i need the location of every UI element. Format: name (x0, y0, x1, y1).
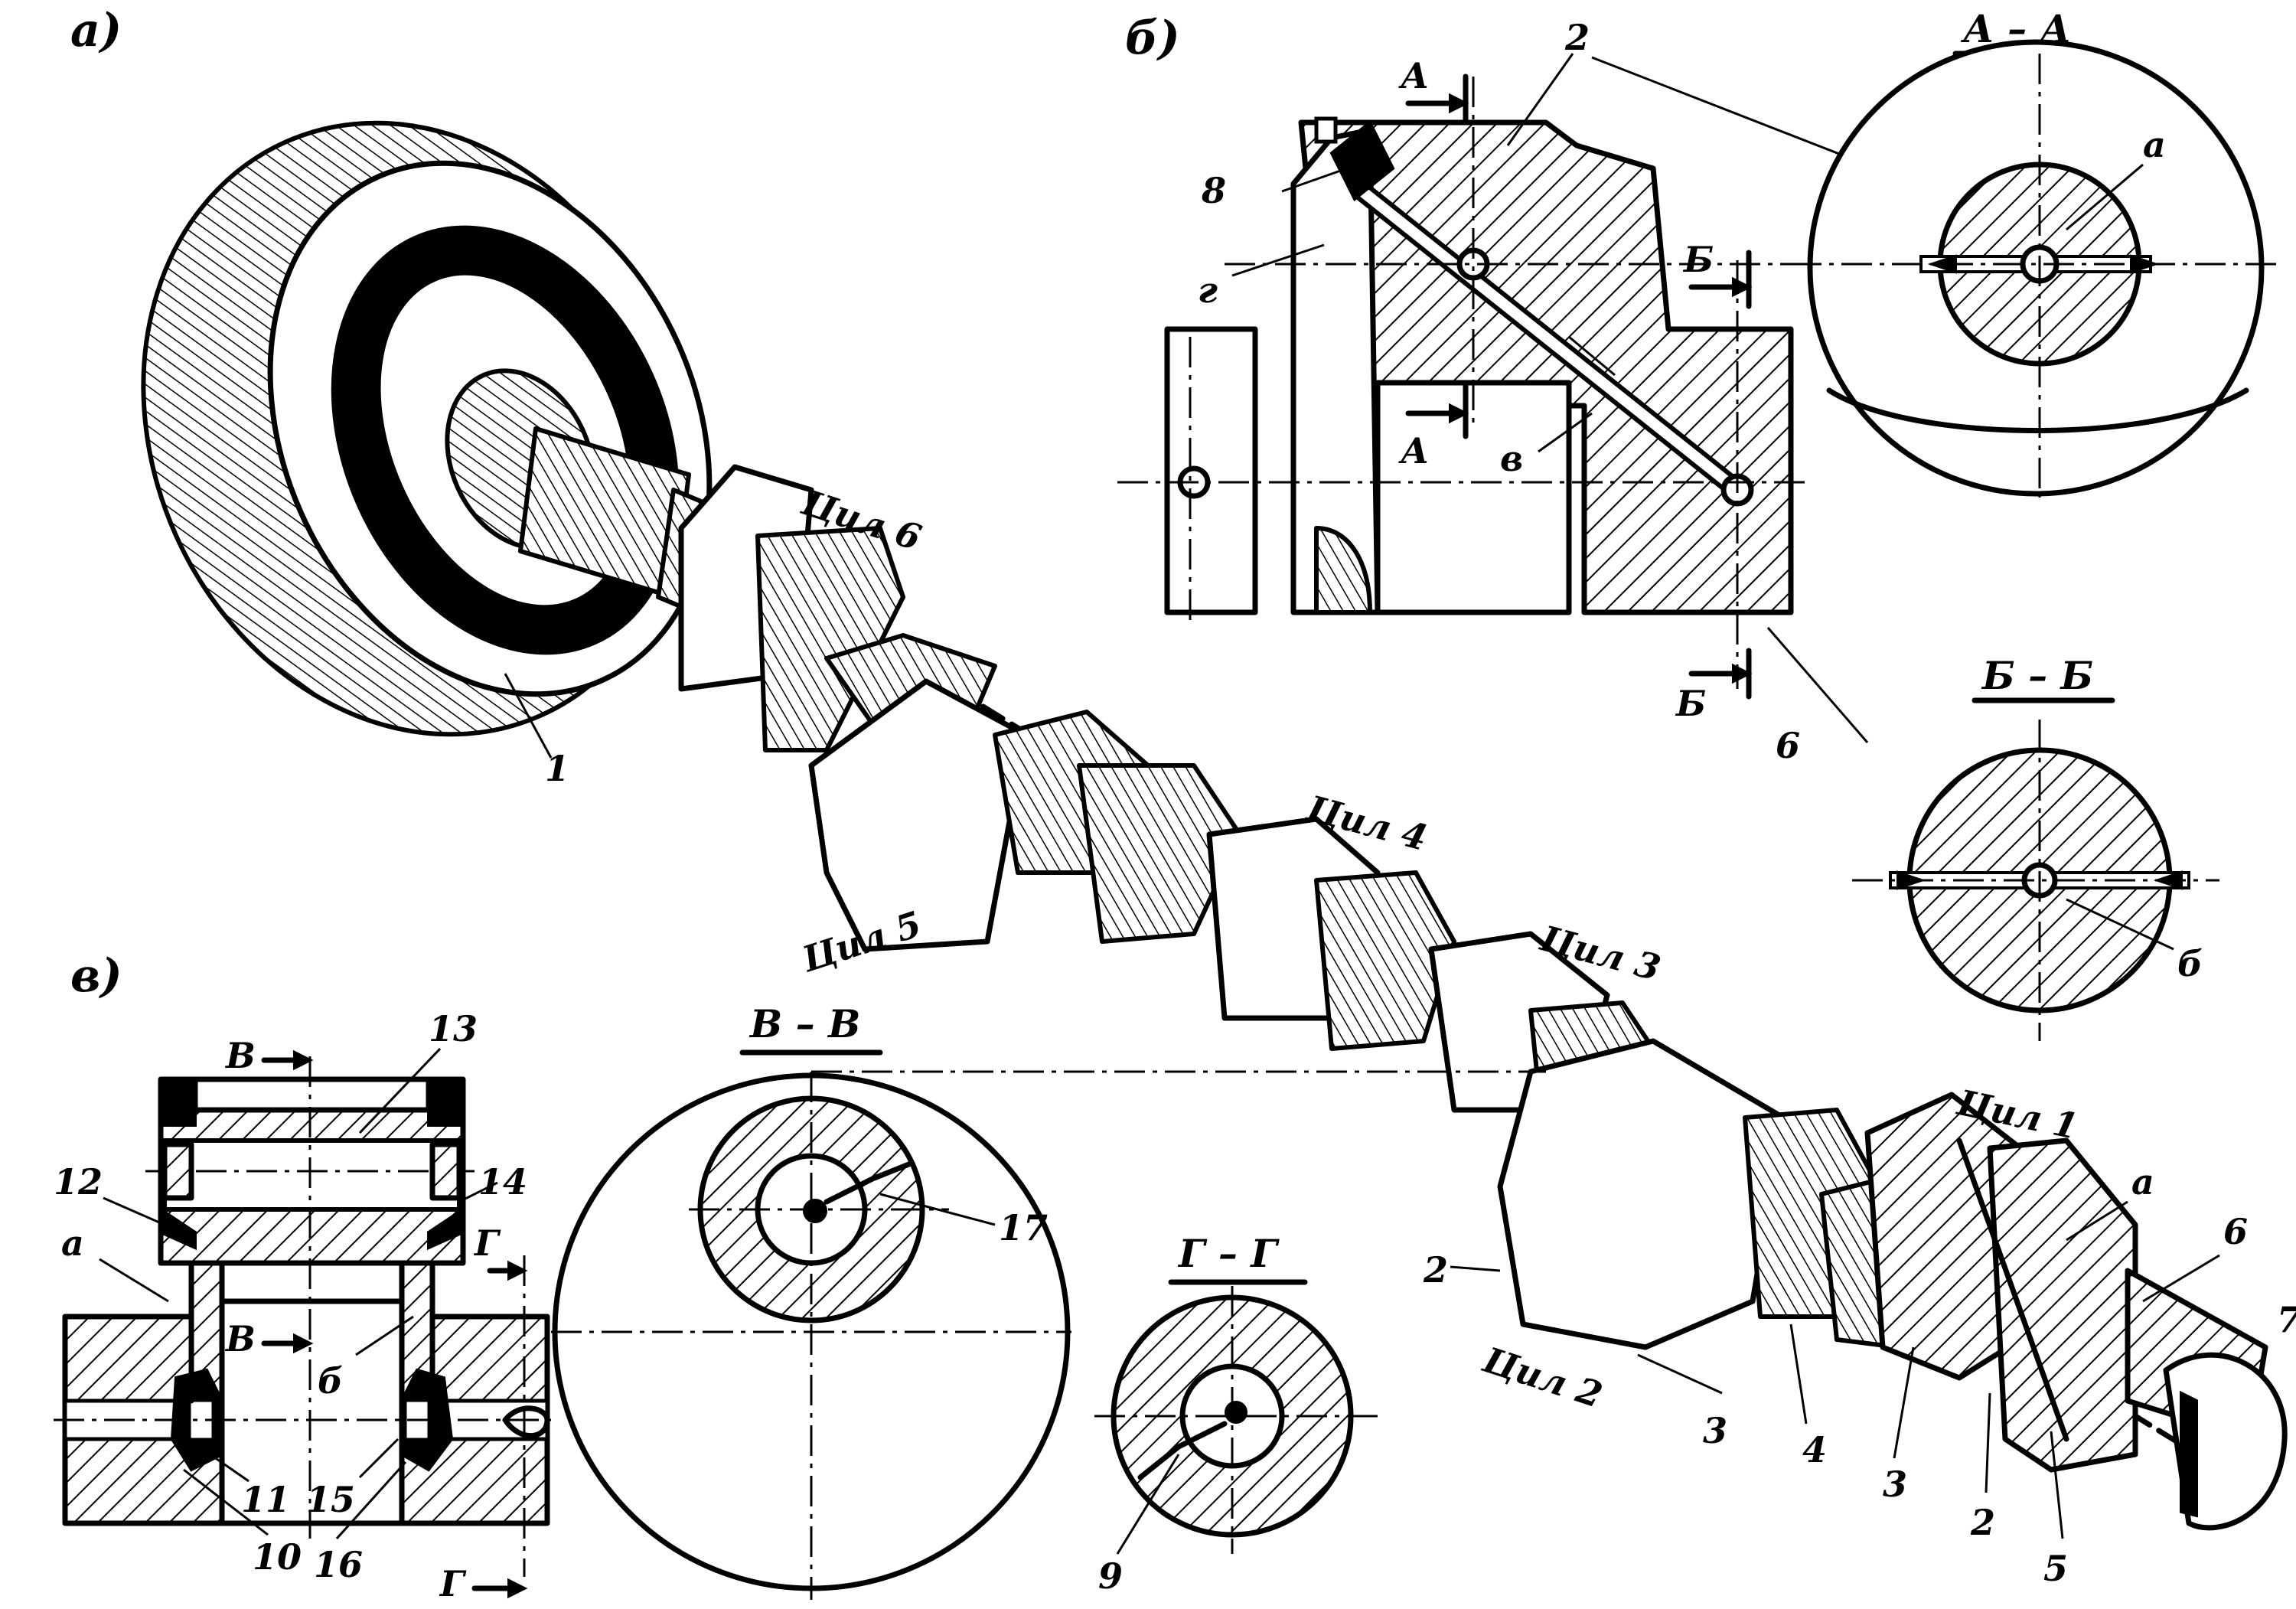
part-7-label: 7 (2277, 1299, 2296, 1340)
cylinder-2-label: Цил 2 (1478, 1339, 1607, 1416)
part-2-left-label: 2 (1423, 1249, 1448, 1291)
part-1-label: 1 (545, 748, 569, 789)
part-16-label: 16 (314, 1544, 363, 1585)
part-6-b-label: 6 (1776, 725, 1800, 766)
section-vv-title: В – В (748, 1001, 860, 1046)
oil-channel-a-label: а (2131, 1161, 2154, 1203)
section-gg-title: Г – Г (1177, 1231, 1280, 1276)
cut-b-bottom-label: Б (1675, 683, 1706, 724)
cut-a-bottom-label: А (1398, 430, 1429, 472)
part-17-label: 17 (999, 1207, 1048, 1248)
crank-webs (678, 464, 2288, 1531)
section-aa-channel-a-label: а (2143, 124, 2166, 165)
channel-g-label: г (1198, 269, 1218, 311)
cut-v-top-label: В (224, 1035, 256, 1076)
part-4-label: 4 (1802, 1429, 1827, 1470)
cut-g-top-label: Г (473, 1222, 501, 1264)
channel-a-v-label: а (61, 1222, 84, 1264)
part-5-label: 5 (2043, 1548, 2068, 1589)
channel-b-v-label: б (318, 1360, 343, 1402)
part-15-label: 15 (306, 1479, 355, 1520)
part-6-label: 6 (2223, 1211, 2248, 1252)
plug-8-label: 8 (1201, 170, 1226, 211)
section-bb-title: Б – Б (1981, 653, 2093, 698)
part-14-label: 14 (478, 1161, 527, 1203)
flywheel (141, 120, 713, 759)
panel-label-b: б) (1125, 11, 1180, 65)
view-b-crank-section: б) А А Б (1117, 6, 2281, 1041)
cut-b-top-label: Б (1682, 239, 1714, 280)
part-11-label: 11 (241, 1479, 290, 1520)
section-bb-channel-b-label: б (2177, 943, 2203, 984)
view-a-crankshaft: а) (70, 4, 2296, 1589)
panel-label-a: а) (70, 4, 122, 57)
part-13-label: 13 (429, 1008, 478, 1049)
part-3-right-label: 3 (1883, 1464, 1907, 1505)
view-v-journal-section: в) В В Г (54, 949, 1546, 1604)
panel-label-v: в) (70, 949, 122, 1003)
part-12-label: 12 (54, 1161, 103, 1203)
part-3-left-label: 3 (1703, 1410, 1727, 1451)
cut-v-bottom-label: В (224, 1318, 256, 1359)
part-2-b-label: 2 (1564, 17, 1590, 58)
part-10-label: 10 (253, 1536, 302, 1578)
part-2-right-label: 2 (1970, 1502, 1995, 1543)
part-9-label: 9 (1098, 1555, 1123, 1597)
cut-g-bottom-label: Г (439, 1563, 467, 1604)
cut-a-top-label: А (1398, 55, 1429, 96)
channel-v-label: в (1500, 438, 1523, 479)
